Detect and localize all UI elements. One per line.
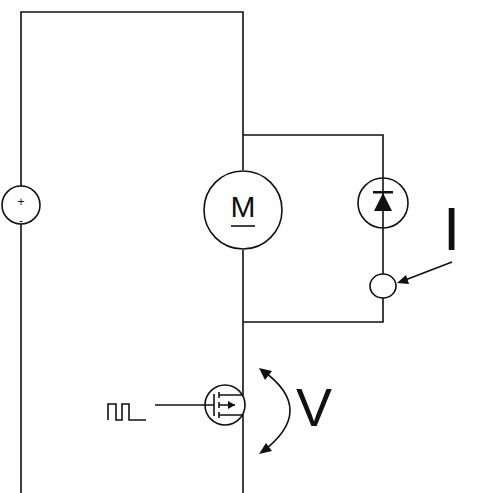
- ground-wire: [20, 224, 22, 493]
- arrowhead: [397, 275, 409, 284]
- motor-letter: M: [203, 192, 283, 222]
- diode-circle: [358, 178, 408, 228]
- mosfet-arrow: [228, 401, 235, 409]
- arrowhead: [259, 443, 272, 454]
- polarity-sign: +: [17, 196, 24, 208]
- source-wire: [242, 422, 244, 493]
- ammeter-symbol: [370, 274, 396, 298]
- diode-triangle: [374, 193, 392, 211]
- diode-wire: [243, 135, 383, 178]
- gate-wire: [155, 404, 214, 406]
- voltage-arc: [262, 370, 290, 452]
- supply-wire: [21, 12, 243, 186]
- mosfet-leads: [219, 388, 243, 422]
- diode-bar: [373, 191, 393, 194]
- voltage-label: V: [296, 380, 332, 434]
- polarity-sign: -: [19, 215, 23, 227]
- current-label: I: [443, 198, 460, 260]
- arrowhead: [259, 368, 272, 380]
- drain-wire: [242, 250, 244, 388]
- pwm-signal: [108, 404, 146, 420]
- diode-wire: [382, 228, 384, 274]
- diode-wire: [243, 298, 383, 322]
- leader-line: [400, 262, 452, 282]
- motor-symbol: M: [203, 170, 283, 250]
